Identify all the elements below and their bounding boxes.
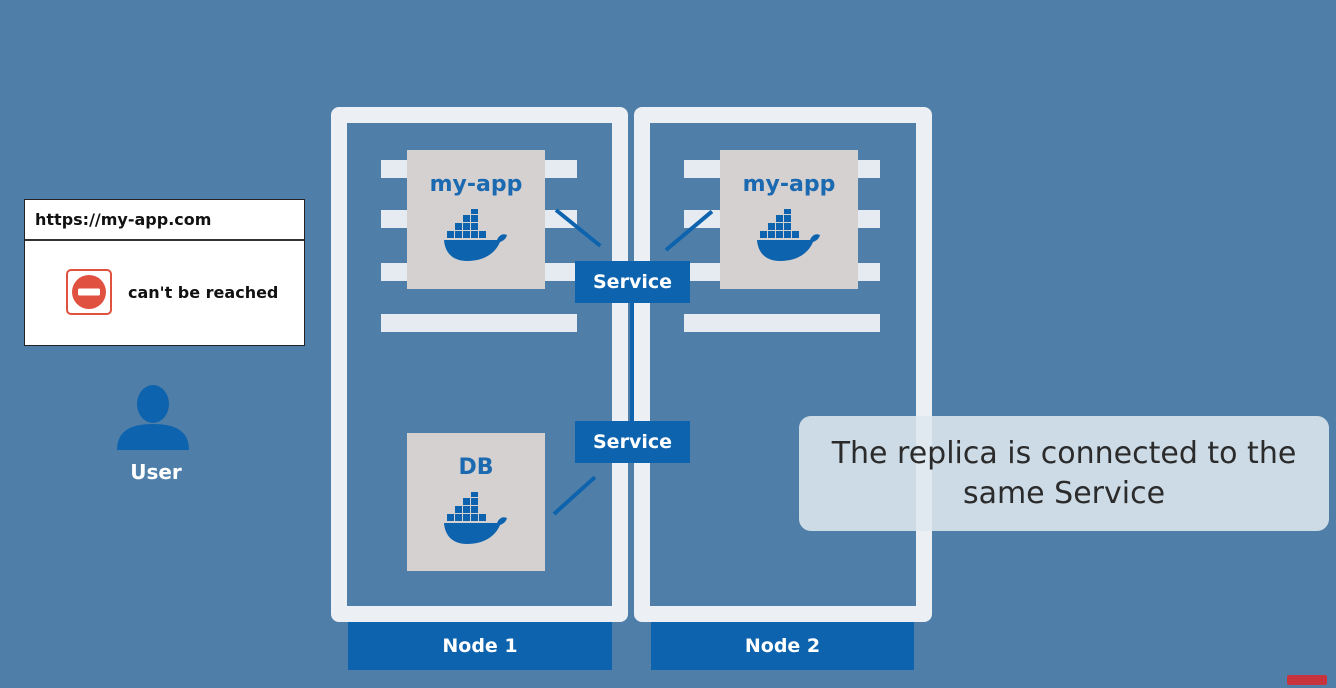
pod-title: my-app [429, 172, 523, 197]
node-1-frame [331, 107, 628, 622]
caption-text: The replica is connected to the same Ser… [831, 435, 1297, 511]
node-2-label: Node 2 [651, 622, 914, 670]
pod-my-app-2: my-app [720, 150, 858, 289]
docker-whale-icon [444, 209, 507, 261]
error-message: can't be reached [128, 282, 279, 302]
pod-my-app-1: my-app [407, 150, 545, 289]
browser-url: https://my-app.com [25, 200, 304, 241]
browser-window: https://my-app.com can't be reached [24, 199, 305, 346]
docker-whale-icon [757, 209, 820, 261]
service-box-top: Service [575, 261, 690, 303]
service-connector-line [630, 300, 634, 424]
docker-whale-icon [444, 492, 507, 544]
pod-db: DB [407, 433, 545, 571]
pod-title: DB [458, 455, 494, 480]
person-icon [117, 385, 189, 450]
node-1-label: Node 1 [348, 622, 612, 670]
node-2-frame [634, 107, 932, 622]
pod-title: my-app [742, 172, 836, 197]
error-row: can't be reached [25, 269, 304, 315]
caption-box: The replica is connected to the same Ser… [799, 416, 1329, 531]
stripe [381, 314, 577, 332]
subscribe-badge[interactable] [1287, 675, 1327, 685]
user-label: User [130, 460, 182, 484]
no-entry-icon [66, 269, 112, 315]
service-box-bottom: Service [575, 421, 690, 463]
stripe [684, 314, 880, 332]
